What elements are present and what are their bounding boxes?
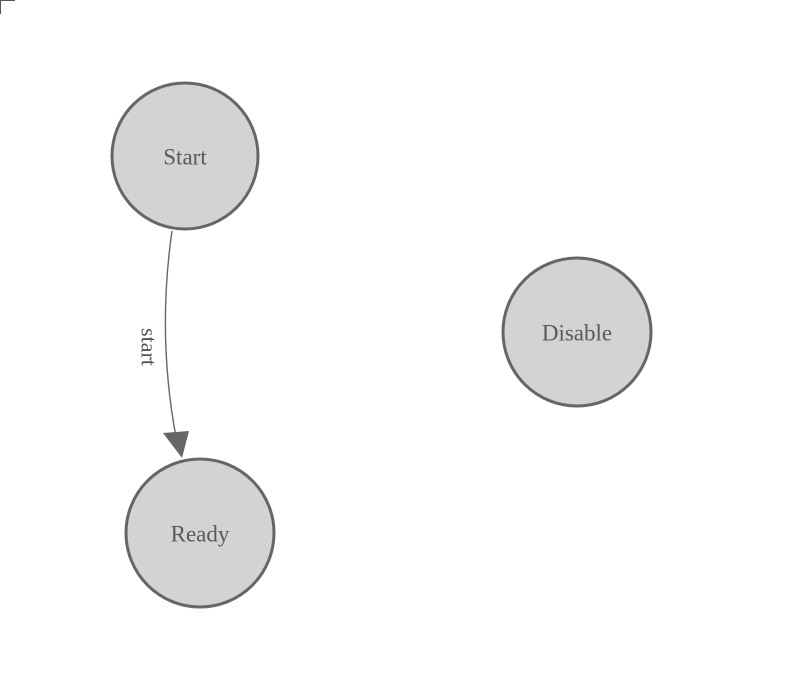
state-circle-start[interactable] (110, 81, 260, 231)
state-label-start: Start (163, 145, 207, 170)
edge-curve[interactable] (164, 230, 177, 438)
state-circle-ready[interactable] (124, 457, 276, 609)
arrowhead-icon (163, 431, 189, 458)
state-node-ready[interactable]: Ready (124, 457, 276, 609)
state-circle-disable[interactable] (501, 256, 653, 408)
corner-bracket-mark (0, 0, 15, 14)
state-label-disable: Disable (542, 321, 612, 346)
state-node-disable[interactable]: Disable (501, 256, 653, 408)
state-label-ready: Ready (171, 522, 230, 547)
transition-edge-start-to-ready[interactable]: start (137, 230, 190, 458)
state-node-start[interactable]: Start (110, 81, 260, 231)
edge-label: start (137, 328, 162, 366)
